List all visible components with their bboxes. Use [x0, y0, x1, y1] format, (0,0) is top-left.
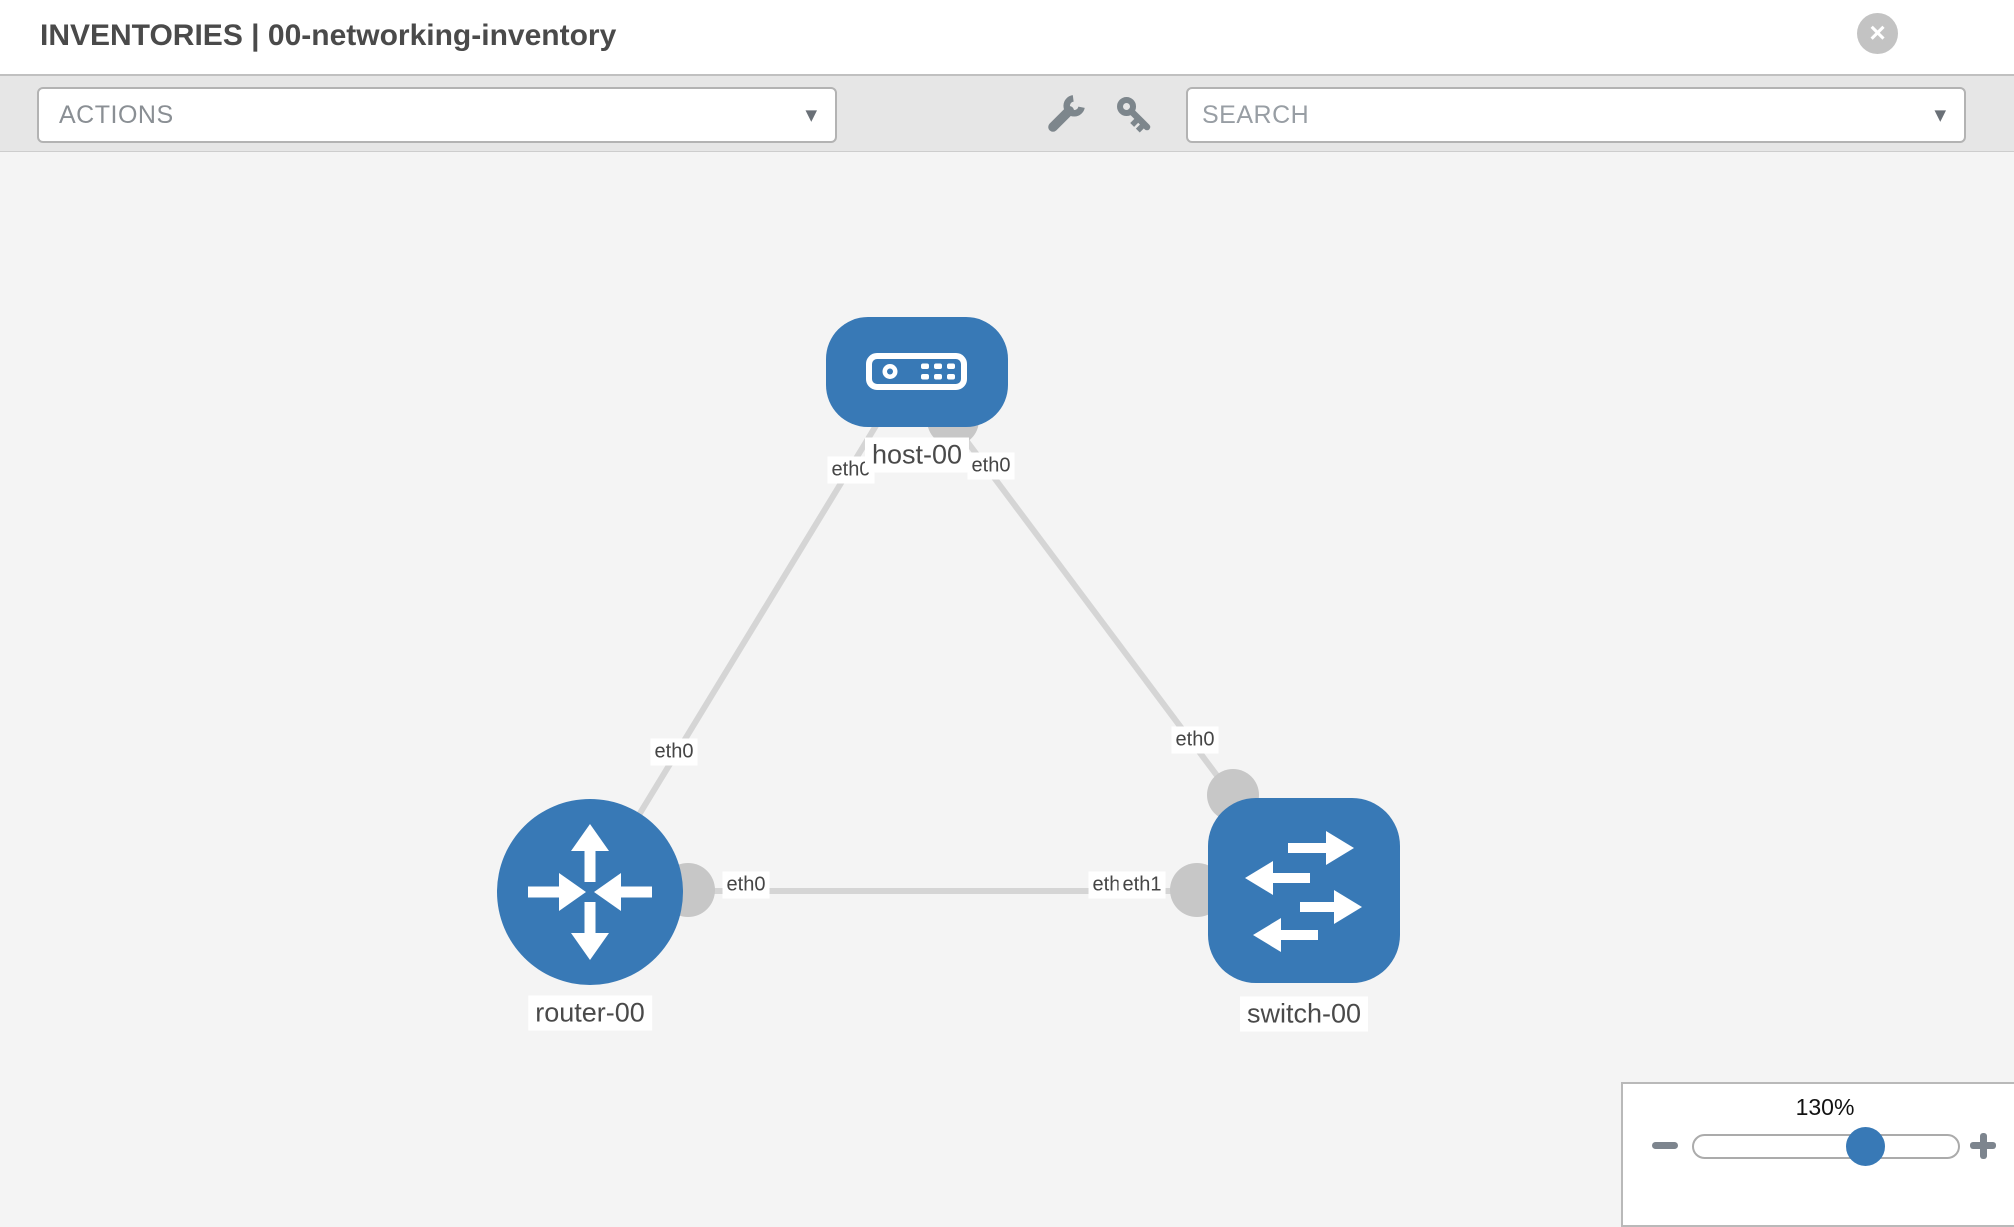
header: INVENTORIES | 00-networking-inventory ×	[0, 0, 2014, 74]
node-router[interactable]	[497, 799, 683, 985]
topology-svg	[497, 317, 1400, 985]
minus-icon	[1652, 1142, 1678, 1149]
host-server-icon	[866, 353, 967, 390]
node-host[interactable]	[826, 317, 1008, 427]
search-dropdown[interactable]: SEARCH ▼	[1186, 87, 1966, 143]
page-title: INVENTORIES | 00-networking-inventory	[40, 19, 617, 52]
close-icon: ×	[1869, 17, 1886, 48]
topology-edges	[589, 418, 1236, 894]
node-label-router: router-00	[528, 995, 652, 1031]
node-label-switch: switch-00	[1239, 996, 1369, 1032]
key-icon[interactable]	[1112, 92, 1158, 138]
zoom-level: 130%	[1795, 1094, 1855, 1120]
node-label-host: host-00	[864, 437, 970, 473]
zoom-out-button[interactable]	[1643, 1130, 1687, 1162]
chevron-down-icon: ▼	[1934, 106, 1946, 124]
zoom-in-button[interactable]	[1961, 1130, 2005, 1162]
switch-arrows-icon	[1245, 831, 1362, 952]
if-label-switch-top: eth0	[1171, 726, 1219, 754]
toolbar: ACTIONS ▼ SEARCH ▼	[0, 74, 2014, 152]
plus-icon	[1979, 1132, 1987, 1159]
if-label-link-left: eth0	[722, 871, 770, 899]
zoom-slider-knob[interactable]	[1846, 1127, 1885, 1166]
zoom-panel: 130%	[1621, 1082, 2014, 1227]
chevron-down-icon: ▼	[805, 106, 817, 124]
actions-dropdown-label: ACTIONS	[59, 101, 174, 129]
router-arrows-icon	[528, 824, 652, 960]
close-button[interactable]: ×	[1857, 13, 1898, 54]
search-placeholder: SEARCH	[1202, 101, 1310, 129]
if-label-link-right: eth1	[1118, 871, 1166, 899]
zoom-slider-track[interactable]	[1692, 1134, 1960, 1159]
topology-canvas[interactable]: eth0 eth0 eth0 eth0 eth0 eth0 eth1 host-…	[0, 153, 2014, 1227]
if-label-host-right: eth0	[967, 452, 1015, 480]
if-label-router-top: eth0	[650, 738, 698, 766]
if-label-host-left: eth0	[827, 456, 875, 484]
node-switch[interactable]	[1208, 798, 1400, 983]
wrench-icon[interactable]	[1042, 92, 1088, 138]
actions-dropdown[interactable]: ACTIONS ▼	[37, 87, 837, 143]
